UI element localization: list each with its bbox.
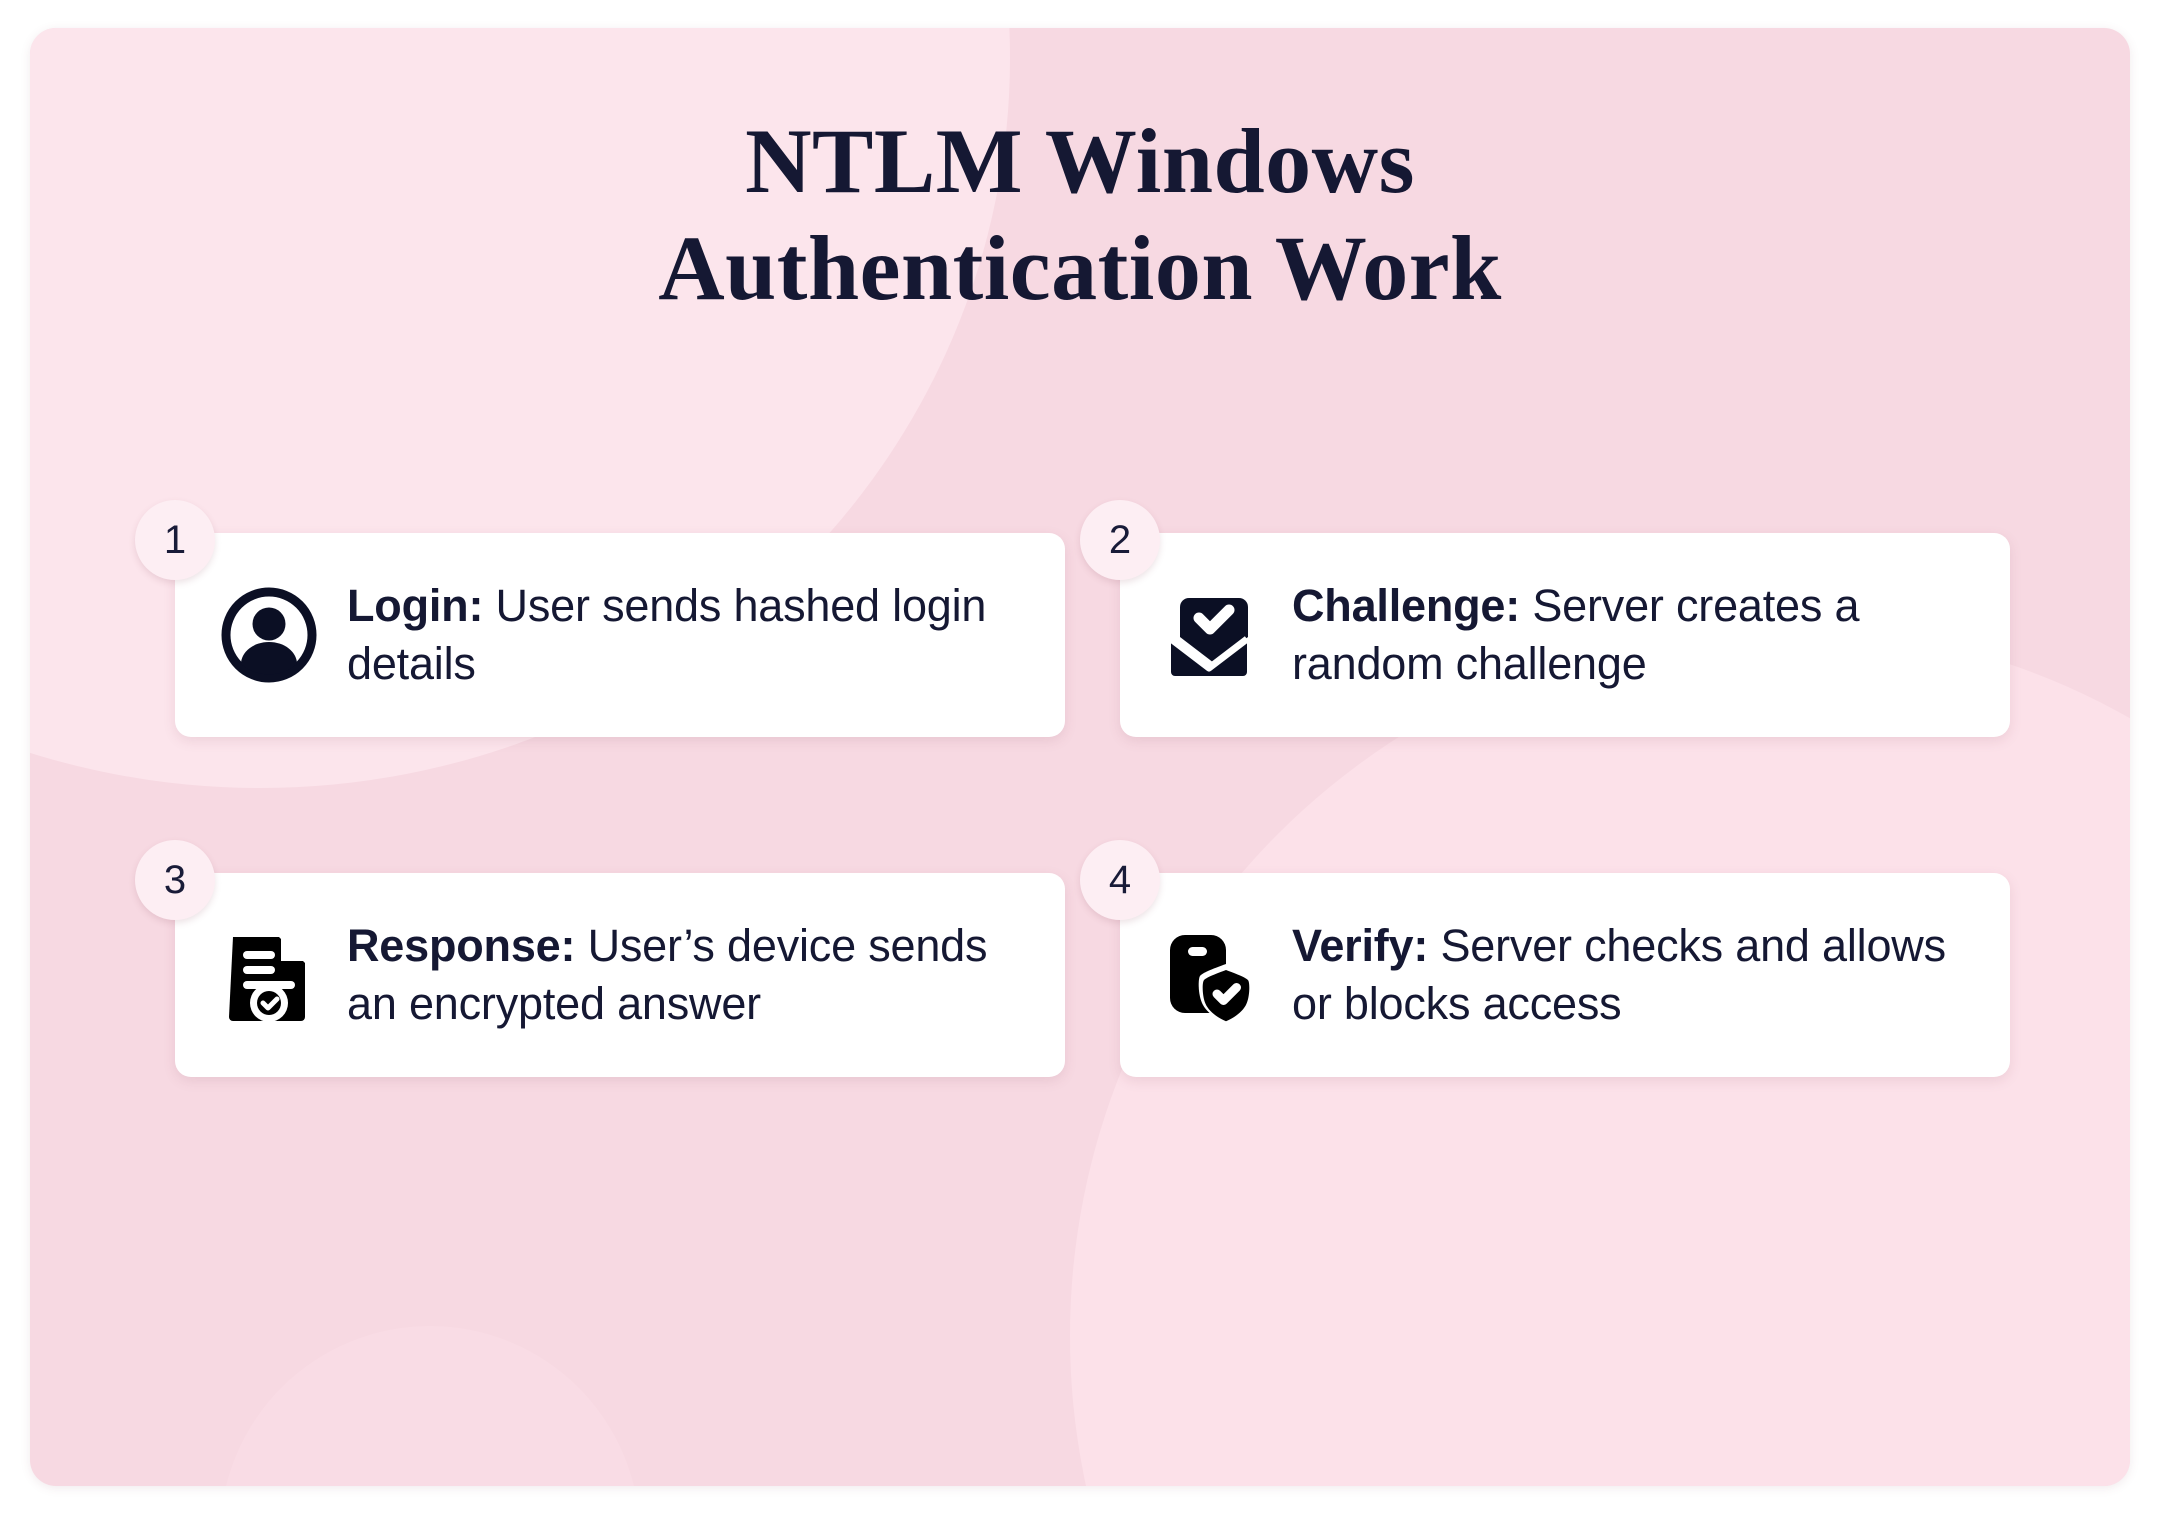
step-text-3: Response: User’s device sends an encrypt… — [347, 917, 1027, 1034]
step-card-1[interactable]: Login: User sends hashed login details — [175, 533, 1065, 737]
decorative-blob-bottom-left — [220, 1326, 640, 1486]
step-item-4: 4 Verify: Server checks and allows or bl… — [1080, 840, 2010, 1077]
step-term-3: Response: — [347, 919, 576, 971]
step-card-2[interactable]: Challenge: Server creates a random chall… — [1120, 533, 2010, 737]
step-number-badge-4: 4 — [1080, 840, 1160, 920]
step-description-3: User’s device sends an encrypted answer — [347, 919, 988, 1030]
user-circle-icon — [217, 583, 321, 687]
steps-row-bottom: 3 — [135, 840, 2010, 1077]
page-title-line-1: NTLM Windows — [745, 110, 1415, 212]
page-title-line-2: Authentication Work — [658, 216, 1502, 319]
step-text-2: Challenge: Server creates a random chall… — [1292, 577, 1972, 694]
step-number-badge-3: 3 — [135, 840, 215, 920]
step-number-badge-1: 1 — [135, 500, 215, 580]
step-card-4[interactable]: Verify: Server checks and allows or bloc… — [1120, 873, 2010, 1077]
step-item-3: 3 — [135, 840, 1065, 1077]
step-item-2: 2 Challenge: Server creates a random cha… — [1080, 500, 2010, 737]
envelope-check-icon — [1162, 583, 1266, 687]
step-term-2: Challenge: — [1292, 579, 1521, 631]
step-text-1: Login: User sends hashed login details — [347, 577, 1027, 694]
infographic-canvas: NTLM Windows Authentication Work 1 — [30, 28, 2130, 1486]
page-title: NTLM Windows Authentication Work — [30, 108, 2130, 321]
device-shield-check-icon — [1162, 923, 1266, 1027]
step-term-4: Verify: — [1292, 919, 1429, 971]
steps-grid: 1 Login: User sends hashed login details — [135, 500, 2010, 1077]
step-card-3[interactable]: Response: User’s device sends an encrypt… — [175, 873, 1065, 1077]
step-item-1: 1 Login: User sends hashed login details — [135, 500, 1065, 737]
step-number-badge-2: 2 — [1080, 500, 1160, 580]
step-text-4: Verify: Server checks and allows or bloc… — [1292, 917, 1972, 1034]
steps-row-top: 1 Login: User sends hashed login details — [135, 500, 2010, 737]
step-term-1: Login: — [347, 579, 484, 631]
document-check-icon — [217, 923, 321, 1027]
